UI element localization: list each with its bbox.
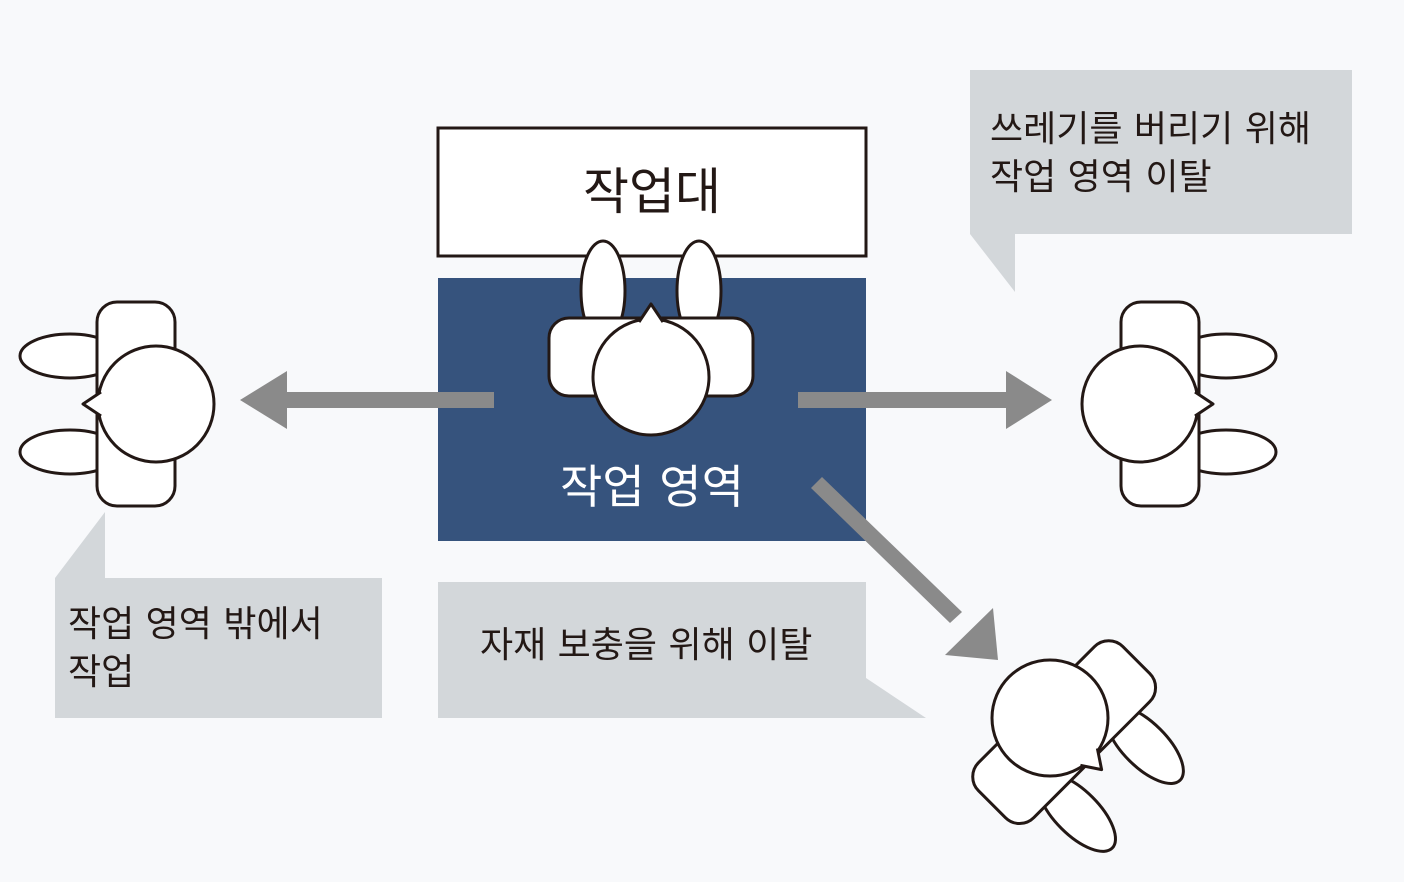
worker-right-icon xyxy=(1080,300,1278,508)
callout-bubble-material xyxy=(438,582,926,718)
arrow-right xyxy=(798,371,1052,429)
callout-bubble-trash xyxy=(970,70,1352,292)
workbench-label: 작업대 xyxy=(583,163,721,221)
callout-outside-line2: 작업 xyxy=(68,652,135,693)
callout-material-text: 자재 보충을 위해 이탈 xyxy=(480,622,812,670)
callout-bubble-outside xyxy=(55,512,382,718)
callout-outside-text: 작업 영역 밖에서 작업 xyxy=(68,601,323,697)
callout-trash-text: 쓰레기를 버리기 위해 작업 영역 이탈 xyxy=(990,106,1311,202)
work-area-label: 작업 영역 xyxy=(560,460,744,514)
workbench-box xyxy=(436,126,868,258)
callout-trash-line2: 작업 영역 이탈 xyxy=(990,157,1212,198)
callout-outside-line1: 작업 영역 밖에서 xyxy=(68,604,323,645)
callout-trash-line1: 쓰레기를 버리기 위해 xyxy=(990,109,1311,150)
arrow-diagonal xyxy=(811,477,998,660)
arrow-left xyxy=(240,371,494,429)
worker-left-icon xyxy=(18,300,216,508)
callout-material-line1: 자재 보충을 위해 이탈 xyxy=(480,625,813,666)
